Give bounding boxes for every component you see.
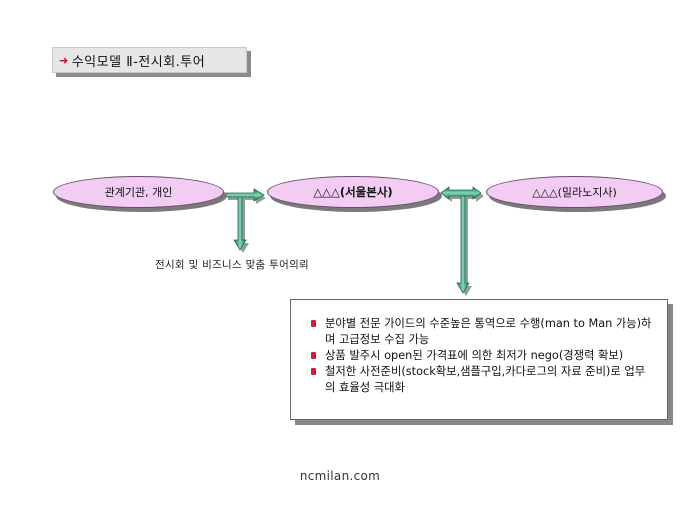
footer-site: ncmilan.com xyxy=(299,469,381,483)
list-item-text: 분야별 전문 가이드의 수준높은 통역으로 수행(man to Man 가능)하… xyxy=(325,317,652,346)
node-label: △△△(밀라노지사) xyxy=(532,186,617,199)
caption-tour-request: 전시회 및 비즈니스 맞춤 투어의뢰 xyxy=(155,259,309,271)
list-item-text: 철저한 사전준비(stock확보,샘플구입,카다로그의 자료 준비)로 업무의 … xyxy=(325,365,646,394)
square-bullet-icon xyxy=(311,352,316,359)
list-item-text: 상품 발주시 open된 가격표에 의한 최저가 nego(경쟁력 확보) xyxy=(325,349,624,362)
node-seoul-headquarters: △△△(서울본사) xyxy=(267,176,439,208)
list-item: 철저한 사전준비(stock확보,샘플구입,카다로그의 자료 준비)로 업무의 … xyxy=(309,364,655,396)
node-milan-branch: △△△(밀라노지사) xyxy=(486,176,663,208)
page-title: 수익모델 Ⅱ-전시회.투어 xyxy=(71,54,206,70)
page-title-box: ➜ 수익모델 Ⅱ-전시회.투어 xyxy=(52,47,247,73)
arrow-down-to-details xyxy=(456,195,472,296)
square-bullet-icon xyxy=(311,368,316,375)
details-box: 분야별 전문 가이드의 수준높은 통역으로 수행(man to Man 가능)하… xyxy=(290,299,668,420)
arrow-down-to-caption xyxy=(233,196,249,253)
node-label: 관계기관, 개인 xyxy=(104,186,173,199)
list-item: 분야별 전문 가이드의 수준높은 통역으로 수행(man to Man 가능)하… xyxy=(309,316,655,348)
details-list: 분야별 전문 가이드의 수준높은 통역으로 수행(man to Man 가능)하… xyxy=(309,316,655,396)
node-label: △△△(서울본사) xyxy=(313,185,393,199)
arrow-left-to-center xyxy=(225,188,266,204)
right-arrow-icon: ➜ xyxy=(59,53,69,67)
square-bullet-icon xyxy=(311,320,316,327)
list-item: 상품 발주시 open된 가격표에 의한 최저가 nego(경쟁력 확보) xyxy=(309,348,655,364)
node-agencies-individuals: 관계기관, 개인 xyxy=(53,176,224,208)
